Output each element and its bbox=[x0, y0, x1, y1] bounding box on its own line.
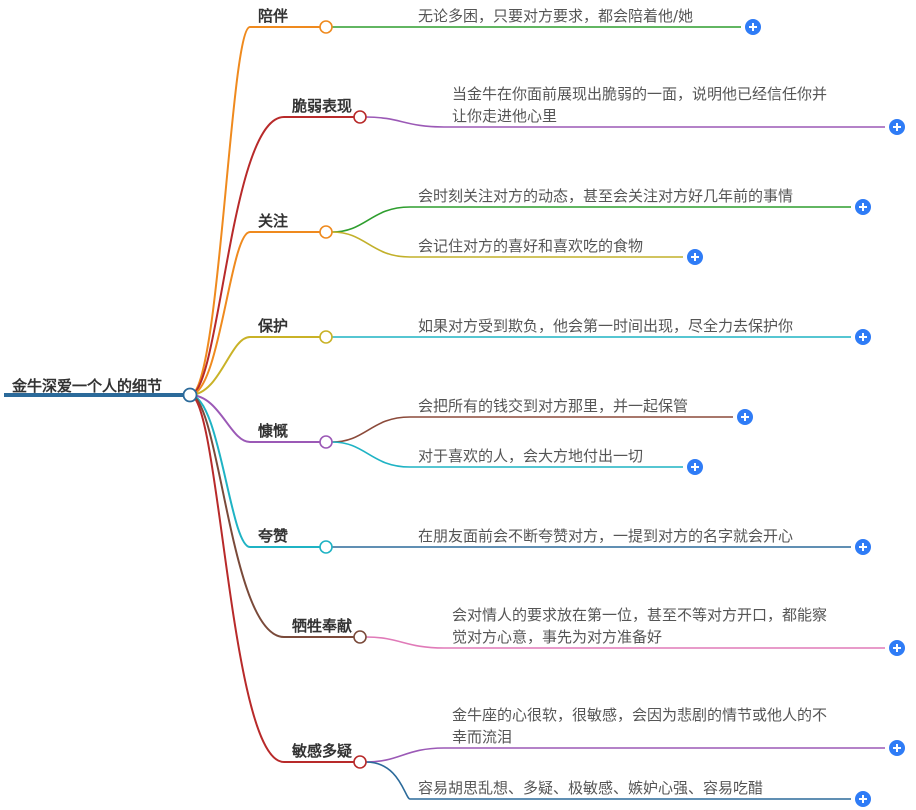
branch-4: 保护 如果对方受到欺负，他会第一时间出现，尽全力去保护你 bbox=[189, 317, 871, 396]
branch-node-circle[interactable] bbox=[353, 755, 367, 769]
branch-label[interactable]: 牺牲奉献 bbox=[292, 617, 352, 635]
expand-plus-icon[interactable] bbox=[855, 199, 871, 215]
leaf-text-line[interactable]: 让你走进他心里 bbox=[452, 107, 557, 125]
expand-plus-icon[interactable] bbox=[737, 409, 753, 425]
leaf-text-line[interactable]: 幸而流泪 bbox=[452, 728, 512, 746]
branch-connector bbox=[189, 394, 354, 763]
branch-connector bbox=[189, 336, 320, 396]
leaf-connector bbox=[331, 206, 851, 233]
leaf-text-line[interactable]: 会对情人的要求放在第一位，甚至不等对方开口，都能察 bbox=[452, 606, 827, 624]
expand-plus-icon[interactable] bbox=[687, 459, 703, 475]
branch-connector bbox=[189, 231, 320, 396]
leaf-connector bbox=[365, 116, 885, 128]
branch-node-circle[interactable] bbox=[353, 630, 367, 644]
leaf-connector bbox=[365, 636, 885, 649]
branch-connector bbox=[189, 116, 354, 396]
leaf-connector bbox=[365, 747, 885, 763]
root-node-circle[interactable] bbox=[182, 387, 198, 403]
leaf-text-line[interactable]: 容易胡思乱想、多疑、极敏感、嫉妒心强、容易吃醋 bbox=[418, 779, 763, 797]
branch-label[interactable]: 夸赞 bbox=[258, 527, 288, 545]
branch-connector bbox=[189, 394, 320, 548]
leaf-text-line[interactable]: 会记住对方的喜好和喜欢吃的食物 bbox=[418, 237, 643, 255]
branch-6: 夸赞 在朋友面前会不断夸赞对方，一提到对方的名字就会开心 bbox=[189, 394, 871, 555]
branch-node-circle[interactable] bbox=[319, 20, 333, 34]
branch-node-circle[interactable] bbox=[319, 540, 333, 554]
leaf-text-line[interactable]: 无论多困，只要对方要求，都会陪着他/她 bbox=[418, 7, 693, 25]
branch-3: 关注 会时刻关注对方的动态，甚至会关注对方好几年前的事情会记住对方的喜好和喜欢吃的… bbox=[189, 187, 871, 396]
branch-label[interactable]: 脆弱表现 bbox=[292, 97, 352, 115]
branch-connector bbox=[189, 394, 354, 638]
branch-connector bbox=[189, 394, 320, 443]
leaf-text-line[interactable]: 对于喜欢的人，会大方地付出一切 bbox=[418, 447, 643, 465]
branch-label[interactable]: 保护 bbox=[257, 317, 288, 335]
branch-connector bbox=[189, 26, 320, 396]
leaf-text-line[interactable]: 如果对方受到欺负，他会第一时间出现，尽全力去保护你 bbox=[418, 317, 793, 335]
leaf-text-line[interactable]: 当金牛在你面前展现出脆弱的一面，说明他已经信任你并 bbox=[452, 85, 827, 103]
branch-label[interactable]: 关注 bbox=[258, 212, 288, 230]
branch-label[interactable]: 慷慨 bbox=[257, 422, 288, 440]
branch-1: 陪伴 无论多困，只要对方要求，都会陪着他/她 bbox=[189, 7, 761, 396]
expand-plus-icon[interactable] bbox=[855, 791, 871, 807]
root-topic[interactable]: 金牛深爱一个人的细节 bbox=[11, 377, 162, 395]
expand-plus-icon[interactable] bbox=[855, 539, 871, 555]
branch-node-circle[interactable] bbox=[319, 435, 333, 449]
expand-plus-icon[interactable] bbox=[855, 329, 871, 345]
expand-plus-icon[interactable] bbox=[687, 249, 703, 265]
branch-label[interactable]: 敏感多疑 bbox=[291, 742, 352, 760]
leaf-connector bbox=[331, 441, 683, 468]
branch-node-circle[interactable] bbox=[319, 225, 333, 239]
leaf-connector bbox=[365, 761, 851, 800]
leaf-text-line[interactable]: 会时刻关注对方的动态，甚至会关注对方好几年前的事情 bbox=[418, 187, 793, 205]
leaf-text-line[interactable]: 会把所有的钱交到对方那里，并一起保管 bbox=[418, 397, 688, 415]
branch-7: 牺牲奉献 会对情人的要求放在第一位，甚至不等对方开口，都能察觉对方心意，事先为对方… bbox=[189, 394, 905, 656]
branch-node-circle[interactable] bbox=[353, 110, 367, 124]
leaf-connector bbox=[331, 416, 733, 443]
expand-plus-icon[interactable] bbox=[745, 19, 761, 35]
branch-node-circle[interactable] bbox=[319, 330, 333, 344]
expand-plus-icon[interactable] bbox=[889, 740, 905, 756]
leaf-text-line[interactable]: 在朋友面前会不断夸赞对方，一提到对方的名字就会开心 bbox=[418, 527, 793, 545]
expand-plus-icon[interactable] bbox=[889, 640, 905, 656]
leaf-connector bbox=[331, 231, 683, 258]
leaf-text-line[interactable]: 金牛座的心很软，很敏感，会因为悲剧的情节或他人的不 bbox=[452, 706, 827, 724]
branch-8: 敏感多疑 金牛座的心很软，很敏感，会因为悲剧的情节或他人的不幸而流泪容易胡思乱想、… bbox=[189, 394, 905, 807]
expand-plus-icon[interactable] bbox=[889, 119, 905, 135]
leaf-text-line[interactable]: 觉对方心意，事先为对方准备好 bbox=[452, 628, 662, 646]
branch-label[interactable]: 陪伴 bbox=[258, 7, 288, 25]
